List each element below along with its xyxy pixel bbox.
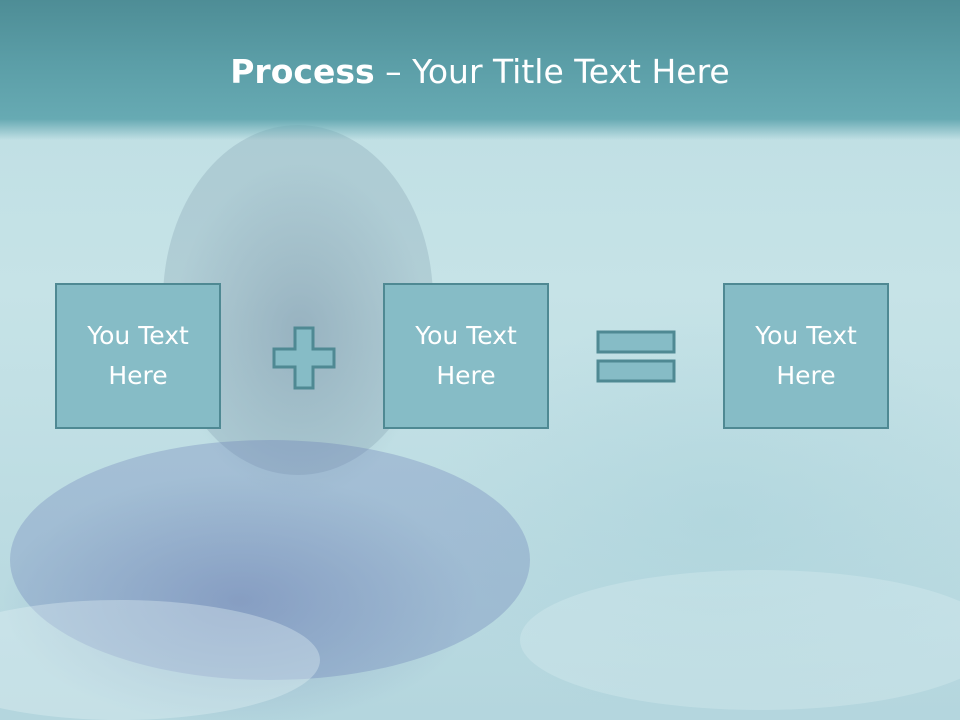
header-band bbox=[0, 0, 960, 140]
swimmer-head bbox=[163, 125, 433, 475]
process-box-2[interactable]: You Text Here bbox=[383, 283, 549, 429]
process-box-label: You Text Here bbox=[755, 321, 857, 390]
plus-icon bbox=[272, 326, 336, 390]
process-box-3[interactable]: You Text Here bbox=[723, 283, 889, 429]
swimmer-shoulders bbox=[10, 440, 530, 680]
title-rest-text: – Your Title Text Here bbox=[374, 52, 730, 91]
process-box-label: You Text Here bbox=[87, 321, 189, 390]
equals-icon bbox=[596, 330, 676, 383]
process-box-1[interactable]: You Text Here bbox=[55, 283, 221, 429]
process-box-label: You Text Here bbox=[415, 321, 517, 390]
water-ripple bbox=[520, 570, 960, 710]
water-splash bbox=[0, 600, 320, 720]
title-bold-text: Process bbox=[230, 52, 375, 91]
slide-title: Process – Your Title Text Here bbox=[0, 52, 960, 91]
